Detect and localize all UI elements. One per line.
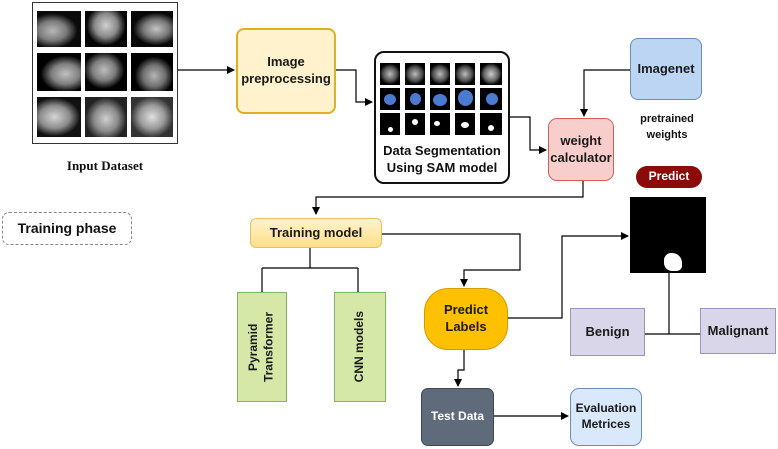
arrow-predict-to-output: [508, 232, 629, 319]
dataset-image-9: [131, 97, 173, 137]
dataset-image-6: [131, 53, 173, 91]
malignant-box: Malignant: [700, 308, 776, 354]
seg-tile: [480, 88, 502, 110]
seg-tile: [430, 113, 450, 135]
imagenet-label: Imagenet: [637, 60, 695, 76]
training-model-box: Training model: [250, 218, 382, 248]
input-dataset-label: Input Dataset: [66, 158, 144, 173]
evaluation-metrices-label: Evaluation Metrices: [575, 401, 637, 431]
predict-badge-label: Predict: [648, 169, 690, 184]
dataset-image-5: [85, 53, 127, 91]
weight-calculator-box: weight calculator: [548, 118, 614, 181]
mask-region: [664, 253, 682, 271]
test-data-box: Test Data: [421, 388, 494, 446]
image-preprocessing-label: Image preprocessing: [241, 54, 331, 86]
dataset-image-7: [37, 97, 81, 137]
arrow-weight-to-training: [312, 181, 584, 215]
test-data-label: Test Data: [430, 409, 485, 424]
predict-labels-box: Predict Labels: [424, 288, 508, 350]
seg-tile: [480, 63, 502, 85]
arrow-predict-to-test: [454, 350, 465, 387]
prediction-mask-image: [630, 197, 706, 273]
cnn-models-label: CNN models: [352, 311, 367, 383]
weight-calculator-label: weight calculator: [550, 132, 612, 165]
seg-tile: [455, 113, 475, 135]
malignant-label: Malignant: [707, 322, 769, 338]
pyramid-transformer-box: Pyramid Transformer: [237, 292, 287, 402]
seg-tile: [430, 88, 450, 110]
input-dataset-panel: [32, 2, 178, 144]
seg-tile: [455, 88, 475, 110]
tree-training-to-models: [261, 248, 359, 292]
arrow-segmentation-to-weight: [510, 116, 547, 154]
benign-box: Benign: [570, 308, 645, 356]
predict-labels-label: Predict Labels: [443, 302, 489, 334]
seg-tile: [405, 88, 425, 110]
dataset-image-8: [85, 97, 127, 137]
arrow-imagenet-to-weight: [580, 69, 630, 117]
seg-tile: [405, 63, 425, 85]
seg-tile: [455, 63, 475, 85]
seg-tile: [380, 63, 400, 85]
arrow-training-to-predict: [382, 233, 521, 287]
imagenet-box: Imagenet: [630, 38, 702, 100]
cnn-models-box: CNN models: [334, 292, 386, 402]
evaluation-metrices-box: Evaluation Metrices: [570, 388, 642, 446]
seg-tile: [430, 63, 450, 85]
dataset-image-1: [37, 11, 81, 47]
training-phase-label: Training phase: [17, 220, 117, 237]
dataset-image-2: [85, 11, 127, 47]
training-model-label: Training model: [269, 224, 363, 240]
line-output-to-classes: [645, 272, 700, 335]
training-phase-tag: Training phase: [2, 212, 132, 245]
image-preprocessing-box: Image preprocessing: [236, 28, 336, 114]
seg-tile: [480, 113, 502, 135]
predict-badge: Predict: [636, 166, 702, 188]
segmentation-image-grid: [380, 63, 504, 135]
data-segmentation-label: Data Segmentation Using SAM model: [383, 143, 501, 175]
arrow-preprocessing-to-segmentation: [336, 69, 373, 106]
seg-tile: [380, 88, 400, 110]
pretrained-weights-label: pretrained weights: [640, 113, 694, 141]
seg-tile: [405, 113, 425, 135]
benign-label: Benign: [585, 323, 630, 339]
seg-tile: [380, 113, 400, 135]
data-segmentation-box: Data Segmentation Using SAM model: [374, 51, 510, 184]
pyramid-transformer-label: Pyramid Transformer: [246, 311, 276, 383]
dataset-image-4: [37, 53, 81, 91]
dataset-image-3: [131, 11, 173, 47]
